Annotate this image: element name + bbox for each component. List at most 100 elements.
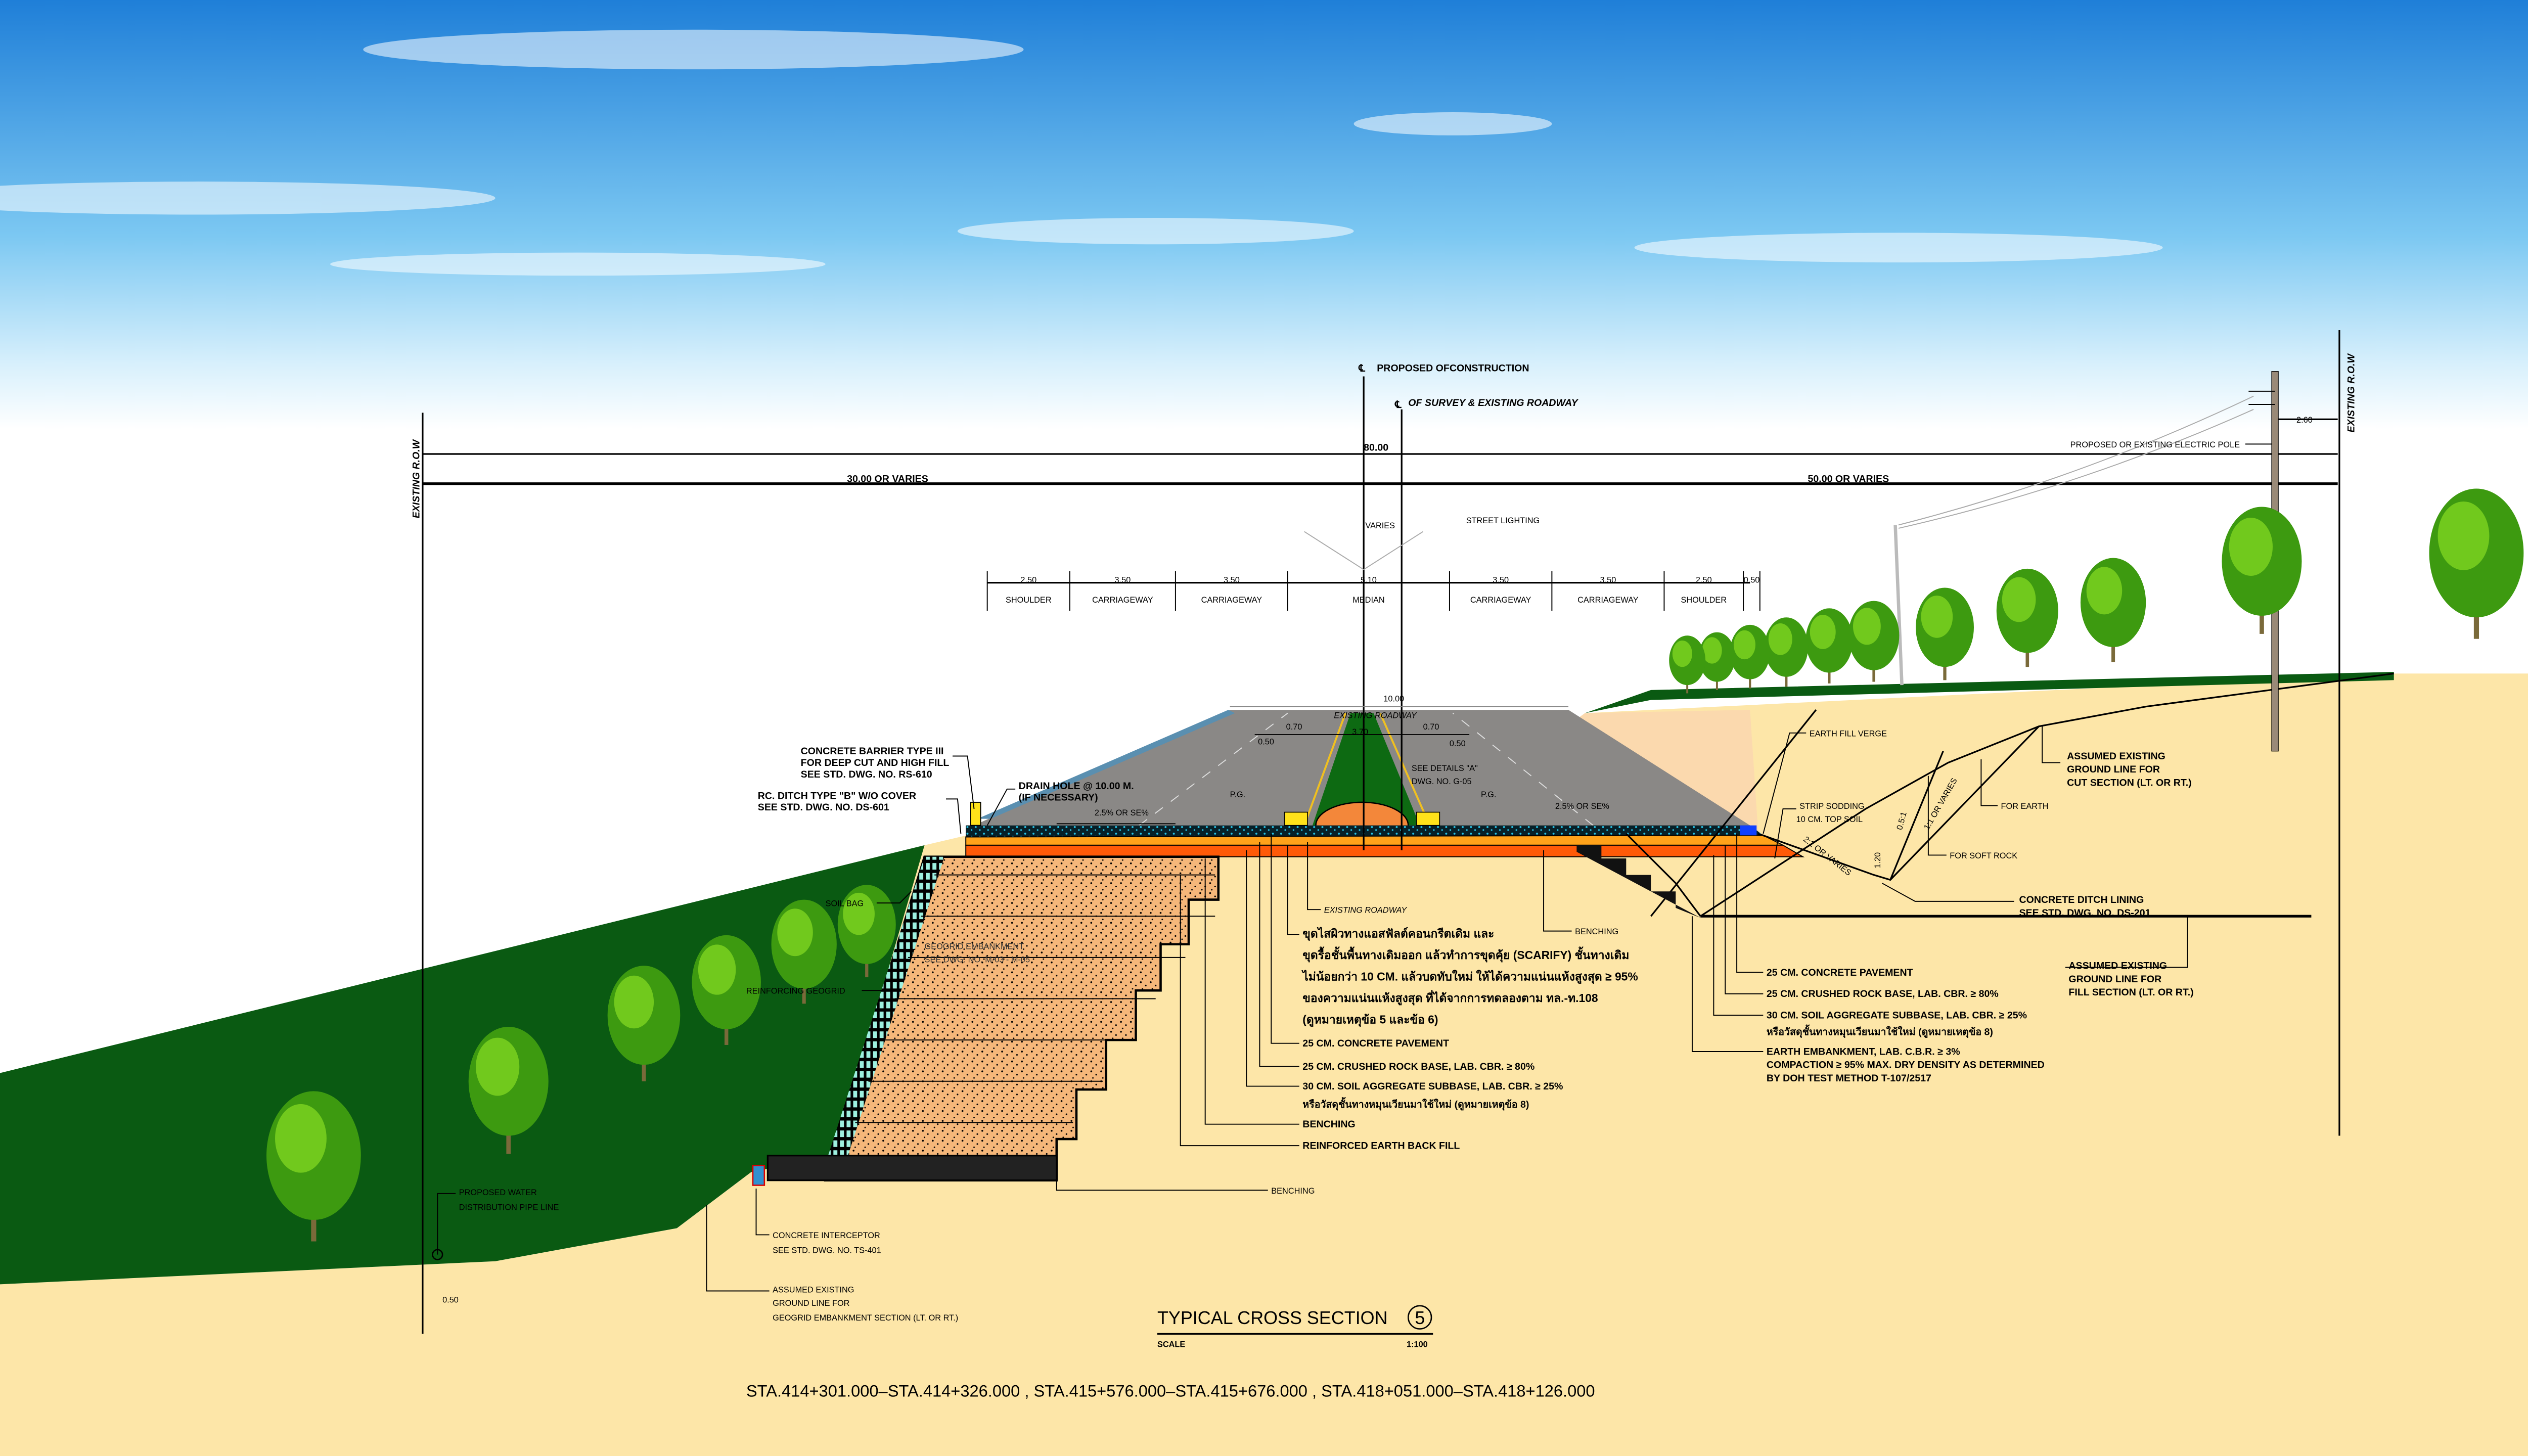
pavement-subbase (965, 844, 1805, 857)
electric-pole-label: PROPOSED OR EXISTING ELECTRIC POLE (2070, 440, 2240, 449)
tree-icon (1699, 632, 1735, 690)
water-pipe-line2: DISTRIBUTION PIPE LINE (459, 1203, 559, 1212)
note-line: ของความแน่นแห้งสูงสุด ที่ได้จากการทดลองต… (1302, 990, 1598, 1006)
note-line: ASSUMED EXISTING (2068, 961, 2167, 972)
note-line: 25 CM. CONCRETE PAVEMENT (1302, 1038, 1449, 1049)
pavement-base (965, 835, 1783, 846)
survey-cl-symbol: ℄ (1394, 399, 1402, 411)
row-left-label: EXISTING R.O.W (411, 439, 422, 518)
note-line: CONCRETE DITCH LINING (2019, 894, 2144, 905)
segment-width: 3.50 (1115, 576, 1131, 585)
note-line: REINFORCED EARTH BACK FILL (1302, 1141, 1460, 1152)
note-line: 25 CM. CONCRETE PAVEMENT (1767, 967, 1913, 978)
tree-icon (692, 935, 761, 1045)
geogrid-emb-line1: GEOGRID EMBANKMENT (925, 942, 1024, 951)
segment-width: 3.50 (1600, 576, 1616, 585)
barrier-note: CONCRETE BARRIER TYPE III FOR DEEP CUT A… (801, 746, 950, 780)
median-grass (1312, 713, 1420, 826)
segment-labels: 2.50SHOULDER3.50CARRIAGEWAY3.50CARRIAGEW… (1006, 576, 1759, 605)
left-barrier-rail (977, 710, 1235, 819)
lighting-varies: VARIES (1365, 521, 1395, 530)
geogrid-ground-line1: ASSUMED EXISTING (773, 1286, 854, 1295)
fill-ground-note: ASSUMED EXISTING GROUND LINE FOR FILL SE… (2068, 961, 2193, 998)
sodding-line1: STRIP SODDING (1799, 802, 1864, 811)
title-block: TYPICAL CROSS SECTION 5 SCALE 1:100 (1157, 1305, 1433, 1349)
tree-icon (1916, 587, 1974, 680)
right-layer-notes: 25 CM. CONCRETE PAVEMENT 25 CM. CRUSHED … (1767, 967, 2045, 1084)
right-grass-strip (1585, 671, 2394, 713)
median-curb-right (1416, 811, 1440, 826)
thai-scarify-note: ขุดไสผิวทางแอสฟัลต์คอนกรีตเดิม และ ขุดรื… (1301, 927, 1638, 1027)
pg-left: P.G. (1230, 790, 1246, 799)
segment-name: CARRIAGEWAY (1092, 596, 1153, 605)
cut-ground-note: ASSUMED EXISTING GROUND LINE FOR CUT SEC… (2067, 751, 2192, 788)
note-line: DRAIN HOLE @ 10.00 M. (1019, 781, 1134, 792)
note-line: ขุดไสผิวทางแอสฟัลต์คอนกรีตเดิม และ (1302, 927, 1494, 941)
dim-070-left: 0.70 (1286, 722, 1302, 732)
tree-icon (468, 1027, 549, 1154)
street-light-icon (1304, 531, 1424, 570)
note-line: FOR DEEP CUT AND HIGH FILL (801, 757, 950, 768)
benching-steps-right (1576, 845, 1701, 918)
geogrid-emb-line2: SEE DWG. NO. M-03 - M-05 (925, 956, 1030, 965)
crossfall-right: 2.5% OR SE% (1555, 802, 1609, 811)
note-line: 25 CM. CRUSHED ROCK BASE, LAB. CBR. ≥ 80… (1302, 1061, 1534, 1072)
scale-value: 1:100 (1407, 1340, 1428, 1349)
details-dwg: DWG. NO. G-05 (1412, 777, 1472, 786)
note-line: RC. DITCH TYPE "B" W/O COVER (758, 790, 916, 801)
geogrid-ground-line2: GROUND LINE FOR (773, 1299, 849, 1308)
drawing-title: TYPICAL CROSS SECTION (1157, 1307, 1388, 1328)
benching-bottom-label: BENCHING (1271, 1187, 1315, 1196)
pole-offset: 2.60 (2296, 416, 2313, 425)
scale-label: SCALE (1157, 1340, 1185, 1349)
note-line: SEE STD. DWG. NO. DS-201 (2019, 907, 2150, 919)
segment-width: 2.50 (1020, 576, 1036, 585)
offset-050: 0.50 (442, 1295, 459, 1304)
ditch-depth: 1.20 (1873, 852, 1882, 869)
note-line: (ดูหมายเหตุข้อ 5 และข้อ 6) (1302, 1013, 1438, 1027)
left-grass-slope (0, 845, 925, 1285)
tree-icon (266, 1091, 361, 1242)
row-total: 80.00 (1364, 442, 1388, 453)
survey-centerline-label: OF SURVEY & EXISTING ROADWAY (1408, 397, 1578, 408)
shoulder-end-blue (1740, 825, 1757, 836)
note-line: SEE STD. DWG. NO. RS-610 (801, 769, 932, 780)
tree-icon (1805, 608, 1853, 684)
segment-name: MEDIAN (1352, 596, 1384, 605)
concrete-barrier (970, 801, 981, 826)
station-ranges: STA.414+301.000–STA.414+326.000 , STA.41… (746, 1381, 1595, 1400)
dim-070-right: 0.70 (1423, 722, 1439, 732)
water-pipe-icon (432, 1249, 443, 1260)
note-line: EARTH EMBANKMENT, LAB. C.B.R. ≥ 3% (1767, 1046, 1960, 1058)
note-line: 25 CM. CRUSHED ROCK BASE, LAB. CBR. ≥ 80… (1767, 988, 1999, 999)
tree-icon (1764, 617, 1809, 687)
existing-road-width: 10.00 (1383, 695, 1404, 704)
sodding-line2: 10 CM. TOP SOIL (1796, 815, 1863, 824)
segment-width: 3.50 (1493, 576, 1509, 585)
row-left-width: 30.00 OR VARIES (847, 473, 928, 484)
for-soft-rock-label: FOR SOFT ROCK (1950, 851, 2017, 860)
for-earth-label: FOR EARTH (2001, 802, 2049, 811)
reinforcing-geogrid-label: REINFORCING GEOGRID (746, 987, 845, 996)
tree-icon (1996, 568, 2058, 667)
street-lighting-label: STREET LIGHTING (1466, 516, 1540, 525)
dim-050-right: 0.50 (1450, 739, 1466, 748)
tree-icon (1848, 601, 1900, 682)
cl-symbol: ℄ (1358, 363, 1366, 374)
note-line: หรือวัสดุชั้นทางหมุนเวียนมาใช้ใหม่ (ดูหม… (1767, 1024, 1993, 1038)
note-line: FILL SECTION (LT. OR RT.) (2068, 987, 2193, 998)
segment-name: CARRIAGEWAY (1201, 596, 1262, 605)
row-right-width: 50.00 OR VARIES (1808, 473, 1889, 484)
gravel-drain (766, 1155, 1058, 1181)
tree-icon (837, 885, 896, 978)
dim-370: 3.70 (1352, 727, 1368, 737)
median-curb-left (1284, 811, 1308, 826)
note-line: ASSUMED EXISTING (2067, 751, 2165, 762)
clouds (0, 29, 2163, 276)
note-line: 30 CM. SOIL AGGREGATE SUBBASE, LAB. CBR.… (1302, 1081, 1563, 1092)
pg-right: P.G. (1481, 790, 1497, 799)
note-line: 30 CM. SOIL AGGREGATE SUBBASE, LAB. CBR.… (1767, 1010, 2027, 1021)
note-line: BENCHING (1302, 1119, 1355, 1130)
note-line: หรือวัสดุชั้นทางหมุนเวียนมาใช้ใหม่ (ดูหม… (1302, 1097, 1529, 1111)
note-line: COMPACTION ≥ 95% MAX. DRY DENSITY AS DET… (1767, 1060, 2045, 1071)
